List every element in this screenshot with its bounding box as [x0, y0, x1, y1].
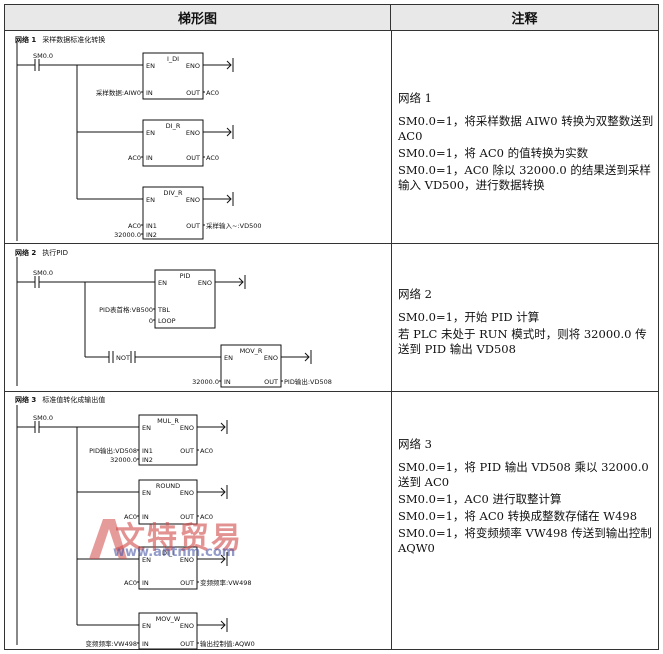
svg-text:采样输入~:VD500: 采样输入~:VD500: [206, 221, 262, 230]
column-divider: [391, 31, 392, 649]
svg-text:IN2: IN2: [146, 231, 157, 239]
svg-text:AC0: AC0: [128, 154, 141, 162]
watermark-text: 文特贸易: [115, 521, 243, 556]
svg-text:I_DI: I_DI: [167, 55, 179, 63]
svg-text:IN: IN: [146, 89, 153, 97]
network-3-notes: 网络 3 SM0.0=1，将 PID 输出 VD508 乘以 32000.0 送…: [398, 437, 652, 555]
svg-text:DI_R: DI_R: [166, 122, 181, 130]
svg-text:EN: EN: [146, 129, 155, 137]
network-divider-2: [5, 391, 658, 392]
svg-text:IN1: IN1: [142, 447, 153, 455]
svg-text:AC0: AC0: [124, 579, 137, 587]
network-divider-1: [5, 243, 658, 244]
network-2-ladder: SM0.0 NOT PID EN ENO TBL LOOP PID表首格:VB5…: [16, 257, 332, 388]
svg-text:ENO: ENO: [186, 129, 200, 137]
svg-text:IN: IN: [142, 513, 149, 521]
svg-text:IN: IN: [146, 154, 153, 162]
svg-text:变频频率:VW498: 变频频率:VW498: [86, 639, 137, 648]
svg-text:ENO: ENO: [180, 556, 194, 564]
svg-text:PID输出:VD508: PID输出:VD508: [89, 446, 137, 455]
svg-text:ENO: ENO: [180, 424, 194, 432]
svg-text:TBL: TBL: [157, 306, 170, 314]
svg-text:MOV_R: MOV_R: [240, 347, 263, 355]
svg-text:AC0: AC0: [124, 513, 137, 521]
network-1-notes: 网络 1 SM0.0=1，将采样数据 AIW0 转换为双整数送到 AC0 SM0…: [398, 91, 654, 192]
svg-text:32000.0: 32000.0: [110, 456, 137, 464]
svg-text:ENO: ENO: [198, 279, 212, 287]
svg-text:IN: IN: [142, 640, 149, 648]
ladder-diagram: SM0.0 I_DI EN ENO IN OUT 采样数据:AIW0 AC0 D…: [16, 41, 332, 650]
svg-text:EN: EN: [146, 196, 155, 204]
svg-text:LOOP: LOOP: [158, 317, 176, 325]
svg-text:OUT: OUT: [180, 579, 194, 587]
svg-text:OUT: OUT: [186, 89, 200, 97]
watermark-logo-icon: [89, 519, 127, 559]
svg-text:OUT: OUT: [186, 222, 200, 230]
svg-text:NOT: NOT: [116, 354, 130, 362]
svg-text:PID表首格:VB500: PID表首格:VB500: [99, 305, 153, 314]
svg-text:IN1: IN1: [146, 222, 157, 230]
svg-text:ROUND: ROUND: [156, 482, 180, 490]
svg-text:输出控制值:AQW0: 输出控制值:AQW0: [200, 639, 255, 648]
svg-text:PID: PID: [180, 272, 191, 280]
contact-label: SM0.0: [33, 52, 53, 60]
svg-text:变频频率:VW498: 变频频率:VW498: [200, 578, 251, 587]
svg-text:AC0: AC0: [206, 154, 219, 162]
svg-text:DIV_R: DIV_R: [163, 189, 183, 197]
contact-label: SM0.0: [33, 414, 53, 422]
svg-text:0: 0: [149, 317, 153, 325]
network-1-ladder: SM0.0 I_DI EN ENO IN OUT 采样数据:AIW0 AC0 D…: [16, 41, 262, 241]
svg-text:ENO: ENO: [180, 622, 194, 630]
svg-text:ENO: ENO: [186, 196, 200, 204]
svg-text:EN: EN: [142, 424, 151, 432]
svg-text:OUT: OUT: [186, 154, 200, 162]
svg-text:EN: EN: [158, 279, 167, 287]
header-ladder: 梯形图: [5, 5, 391, 31]
svg-text:IN2: IN2: [142, 456, 153, 464]
svg-text:OUT: OUT: [264, 378, 278, 386]
svg-text:MOV_W: MOV_W: [156, 615, 181, 623]
svg-text:32000.0: 32000.0: [114, 231, 141, 239]
svg-text:EN: EN: [142, 622, 151, 630]
svg-text:OUT: OUT: [180, 447, 194, 455]
svg-text:ENO: ENO: [264, 354, 278, 362]
svg-text:EN: EN: [142, 489, 151, 497]
svg-text:AC0: AC0: [200, 447, 213, 455]
svg-text:AC0: AC0: [200, 513, 213, 521]
svg-text:IN: IN: [142, 579, 149, 587]
header-notes: 注释: [391, 5, 658, 31]
svg-text:AC0: AC0: [206, 89, 219, 97]
svg-text:MUL_R: MUL_R: [157, 417, 179, 425]
svg-text:EN: EN: [142, 556, 151, 564]
svg-text:32000.0: 32000.0: [192, 378, 219, 386]
svg-text:DI_I: DI_I: [162, 549, 174, 557]
svg-text:ENO: ENO: [186, 62, 200, 70]
svg-text:IN: IN: [224, 378, 231, 386]
svg-text:OUT: OUT: [180, 513, 194, 521]
svg-text:采样数据:AIW0: 采样数据:AIW0: [96, 88, 141, 97]
contact-label: SM0.0: [33, 269, 53, 277]
svg-text:ENO: ENO: [180, 489, 194, 497]
svg-text:AC0: AC0: [128, 222, 141, 230]
svg-text:OUT: OUT: [180, 640, 194, 648]
svg-text:EN: EN: [146, 62, 155, 70]
network-2-notes: 网络 2 SM0.0=1，开始 PID 计算 若 PLC 未处于 RUN 模式时…: [398, 287, 647, 356]
network-3-ladder: SM0.0 MUL_R EN ENO IN1 OUT IN2 PID输出:VD5…: [16, 405, 255, 650]
watermark-url: www.antnm.com: [113, 545, 236, 560]
svg-text:PID输出:VD508: PID输出:VD508: [284, 377, 332, 386]
svg-text:EN: EN: [224, 354, 233, 362]
